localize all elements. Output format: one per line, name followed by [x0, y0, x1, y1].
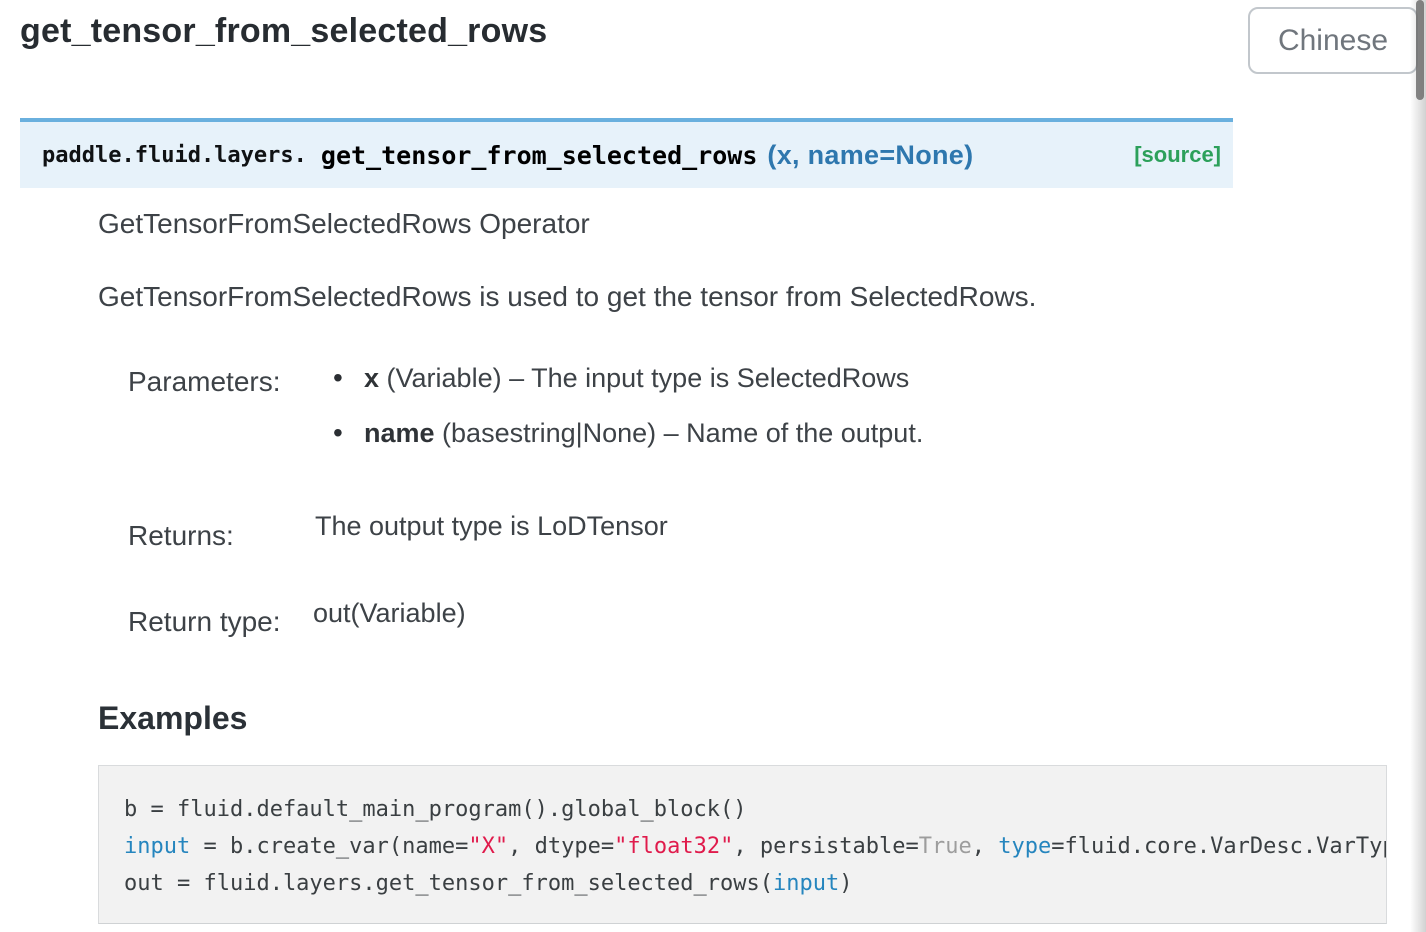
- example-code-block[interactable]: b = fluid.default_main_program().global_…: [98, 765, 1387, 924]
- code-token: ): [839, 871, 853, 896]
- code-token: input: [124, 834, 191, 859]
- code-token: "float32": [614, 834, 734, 859]
- code-token: b = fluid.default_main_program().global_…: [124, 797, 747, 822]
- parameters-list: x (Variable) – The input type is Selecte…: [333, 362, 924, 473]
- description-operator: GetTensorFromSelectedRows Operator: [98, 208, 590, 239]
- code-token: input: [773, 871, 840, 896]
- parameter-item: name (basestring|None) – Name of the out…: [333, 417, 924, 449]
- code-line: b = fluid.default_main_program().global_…: [124, 791, 1386, 828]
- signature-function-name: get_tensor_from_selected_rows: [320, 140, 758, 170]
- parameter-description: (Variable) – The input type is SelectedR…: [379, 363, 910, 393]
- code-token: = b.create_var(name=: [190, 834, 469, 859]
- scrollbar-thumb[interactable]: [1416, 0, 1424, 100]
- code-line: input = b.create_var(name="X", dtype="fl…: [124, 828, 1386, 865]
- code-token: "X": [468, 834, 509, 859]
- returns-label: Returns:: [128, 520, 234, 551]
- code-token: type: [998, 834, 1052, 859]
- returns-value: The output type is LoDTensor: [315, 511, 668, 541]
- code-token: True: [918, 834, 972, 859]
- return-type-value: out(Variable): [313, 598, 466, 628]
- code-token: out = fluid.layers.get_tensor_from_selec…: [124, 871, 774, 896]
- language-toggle-button[interactable]: Chinese: [1248, 7, 1418, 74]
- code-token: =fluid.core.VarDesc.VarTyp: [1051, 834, 1387, 859]
- parameter-name: x: [364, 363, 380, 393]
- description-usage: GetTensorFromSelectedRows is used to get…: [98, 281, 1037, 312]
- code-token: , persistable=: [733, 834, 919, 859]
- scroll-shadow: [1410, 0, 1426, 932]
- page-title: get_tensor_from_selected_rows: [20, 12, 548, 50]
- parameter-description: (basestring|None) – Name of the output.: [434, 418, 924, 448]
- parameter-item: x (Variable) – The input type is Selecte…: [333, 362, 923, 394]
- parameters-label: Parameters:: [128, 366, 281, 397]
- code-line: out = fluid.layers.get_tensor_from_selec…: [124, 865, 1386, 902]
- parameter-name: name: [364, 418, 435, 448]
- signature-params: (x, name=None): [767, 139, 974, 170]
- function-signature: paddle.fluid.layers. get_tensor_from_sel…: [20, 118, 1233, 188]
- return-type-label: Return type:: [128, 606, 281, 637]
- code-token: ,: [971, 834, 999, 859]
- signature-module-prefix: paddle.fluid.layers.: [42, 142, 307, 168]
- source-link[interactable]: [source]: [1134, 142, 1221, 167]
- examples-heading: Examples: [98, 700, 248, 736]
- code-token: , dtype=: [508, 834, 615, 859]
